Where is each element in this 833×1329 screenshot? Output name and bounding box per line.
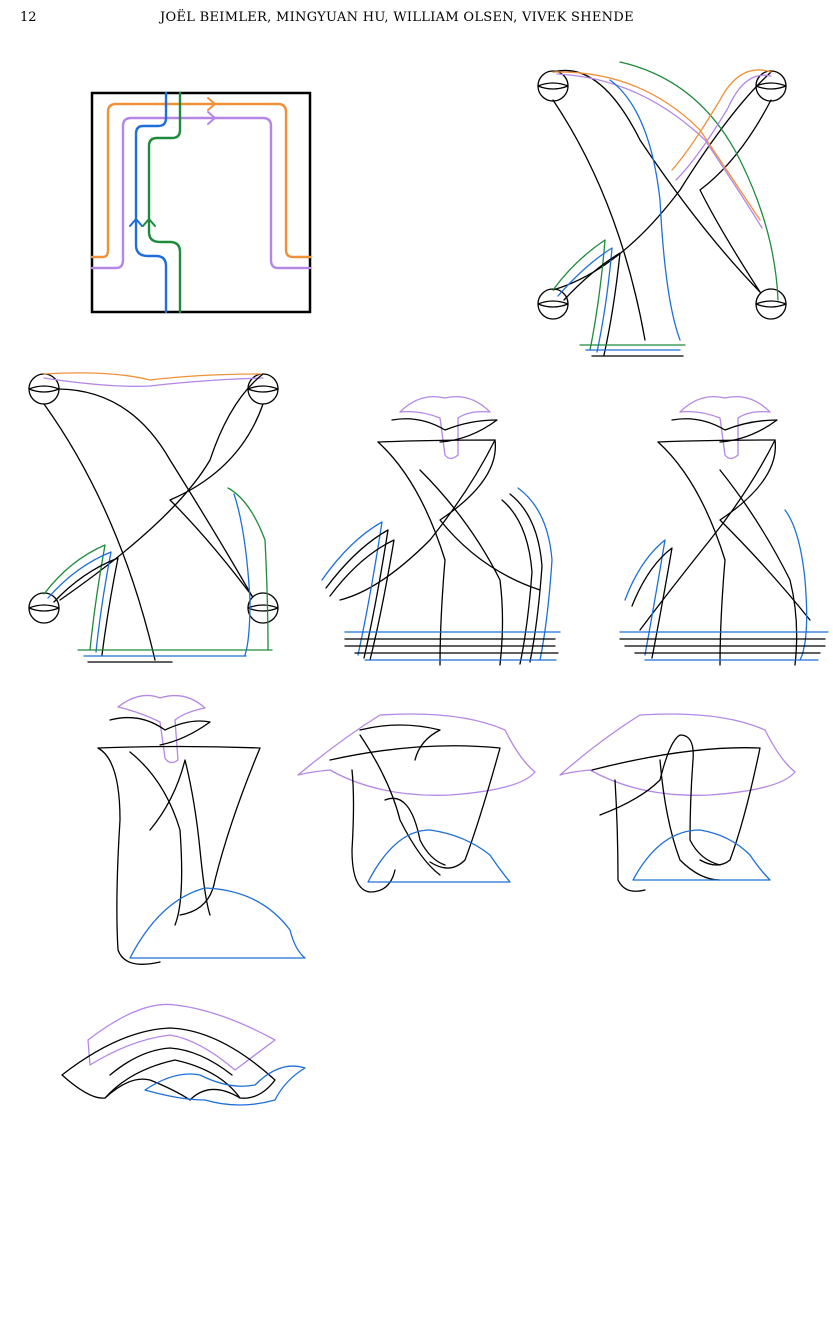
panel-bottom-chevron bbox=[62, 1004, 305, 1105]
purple-strand bbox=[92, 118, 310, 268]
orange-strand bbox=[92, 104, 310, 257]
panel-square-diagram bbox=[92, 93, 310, 312]
panel-x-four-balls-top bbox=[538, 62, 786, 356]
panel-middle-center bbox=[322, 397, 560, 665]
panel-middle-right bbox=[620, 397, 828, 665]
panel-x-four-balls-left bbox=[29, 373, 278, 662]
panel-lower-left bbox=[98, 695, 305, 964]
panel-lower-right bbox=[560, 714, 795, 891]
blue-strand bbox=[136, 93, 166, 312]
panel-lower-center bbox=[298, 714, 535, 892]
